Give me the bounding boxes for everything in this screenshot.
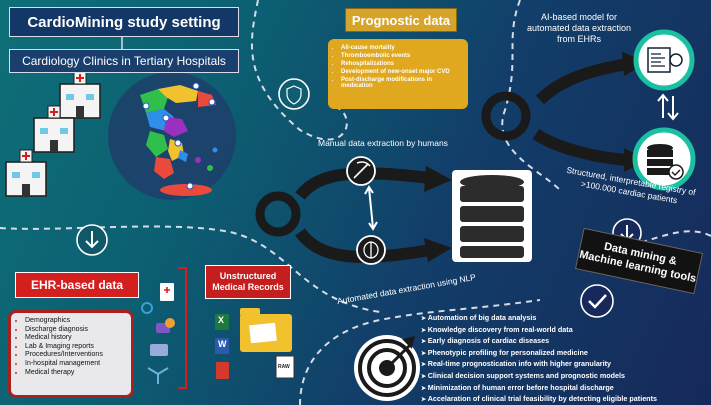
flow-arrow-to-ai [535,58,629,105]
ehr-title: EHR-based data [15,272,139,298]
benefit-item: Accelaration of clinical trial feasibili… [421,394,711,405]
ehr-item: In-hospital management [25,360,128,367]
ehr-item: Medical history [25,334,128,341]
ehr-item: Lab & Imaging reports [25,343,128,350]
prognostic-item: Rehospitalizations [341,61,464,67]
benefit-item: Automation of big data analysis [421,313,711,325]
word-icon: W [218,339,227,349]
prognostic-title: Prognostic data [345,8,457,32]
study-subtitle: Cardiology Clinics in Tertiary Hospitals [9,49,239,73]
ring-left [255,191,301,237]
prognostic-item: Post-discharge modifications in medicati… [341,77,464,89]
benefit-item: Phenotypic profiling for personalized me… [421,348,711,360]
ehr-item: Discharge diagnosis [25,326,128,333]
manual-extraction-label: Manual data extraction by humans [318,138,448,148]
prognostic-list: All-cause mortality Thromboembolic event… [328,39,468,109]
ehr-item: Procedures/Interventions [25,351,128,358]
central-database-icon [452,170,532,262]
ehr-item: Demographics [25,317,128,324]
flow-arrow-upper [295,167,431,200]
study-title: CardioMining study setting [9,7,239,37]
excel-icon: X [218,315,225,325]
ring-right [481,91,531,141]
ehr-list: Demographics Discharge diagnosis Medical… [8,310,134,398]
greece-map [108,72,236,200]
ehr-item: Medical therapy [25,369,128,376]
benefit-item: Clinical decision support systems and pr… [421,371,711,383]
hospital-icons [5,71,101,197]
dashed-divider-bottom [299,299,541,405]
prognostic-item: Thromboembolic events [341,53,464,59]
dashed-divider-right-top [501,0,561,191]
prognostic-item: Development of new-onset major CVD [341,69,464,75]
benefit-item: Knowledge discovery from real-world data [421,325,711,337]
benefit-item: Minimization of human error before hospi… [421,383,711,395]
flow-arrow-to-registry [532,128,629,166]
unstructured-records-title: Unstructured Medical Records [205,265,291,299]
ai-model-label: AI-based model for automated data extrac… [526,12,632,44]
dashed-divider-top [250,0,348,141]
ai-icon [633,29,695,91]
prognostic-item: All-cause mortality [341,45,464,51]
dashed-divider-middle [0,225,381,313]
benefit-item: Real-time prognostication info with high… [421,359,711,371]
flow-arrow-lower [295,228,432,263]
benefit-item: Early diagnosis of cardiac diseases [421,336,711,348]
benefits-list: Automation of big data analysis Knowledg… [421,313,711,405]
target-icon [354,335,420,401]
raw-file-icon: RAW [278,364,290,370]
